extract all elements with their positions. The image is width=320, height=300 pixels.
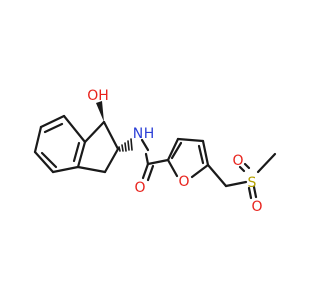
sulfur-label: S xyxy=(248,175,257,191)
stereo-hash-bond xyxy=(118,138,133,152)
double-bond xyxy=(252,185,258,199)
double-bond xyxy=(247,186,253,200)
bond xyxy=(140,138,150,152)
double-bond-inner xyxy=(170,141,183,160)
double-bond xyxy=(243,162,251,170)
bond xyxy=(144,152,150,166)
double-bond-inner xyxy=(40,151,58,169)
bond xyxy=(33,150,55,174)
double-bond-second xyxy=(146,164,155,182)
bond xyxy=(256,152,277,174)
bond xyxy=(141,162,150,180)
double-bond-inner xyxy=(197,144,205,165)
molecule-structure: OH N H O O S O O xyxy=(0,0,300,300)
bond xyxy=(76,165,107,174)
methylsulfonylmethyl-group xyxy=(206,152,277,200)
bond xyxy=(201,139,210,167)
bond xyxy=(206,163,228,188)
furan-oxygen-label: O xyxy=(178,174,189,190)
bond xyxy=(102,120,120,151)
bond xyxy=(166,137,180,162)
bond xyxy=(83,120,106,144)
bond xyxy=(176,137,205,143)
bond xyxy=(103,147,120,174)
cyclopentane-ring xyxy=(76,120,120,174)
bond xyxy=(146,158,170,166)
bond xyxy=(166,158,179,178)
structure-canvas: OH N H O O S O O xyxy=(0,0,300,300)
amide-nitrogen-label: N xyxy=(133,126,143,142)
bond xyxy=(76,140,87,169)
bond xyxy=(190,163,210,179)
carbonyl-oxygen-label: O xyxy=(134,180,145,196)
stereo-wedge-bond xyxy=(96,101,104,122)
bond xyxy=(51,165,80,174)
amide-hydrogen-label: H xyxy=(144,126,155,142)
sulfonyl-oxygen-top-label: O xyxy=(232,153,243,169)
benzene-ring xyxy=(33,114,87,174)
bond xyxy=(62,114,87,144)
bond xyxy=(33,125,43,154)
background xyxy=(0,0,300,300)
amide-group xyxy=(140,138,170,182)
furan-ring xyxy=(166,137,210,179)
double-bond-inner xyxy=(72,141,81,163)
double-bond-inner xyxy=(43,122,64,134)
double-bond xyxy=(238,165,246,173)
hydroxyl-label: OH xyxy=(87,88,109,104)
sulfonyl-oxygen-bottom-label: O xyxy=(251,199,262,215)
bond xyxy=(39,114,66,129)
bond xyxy=(224,180,248,188)
